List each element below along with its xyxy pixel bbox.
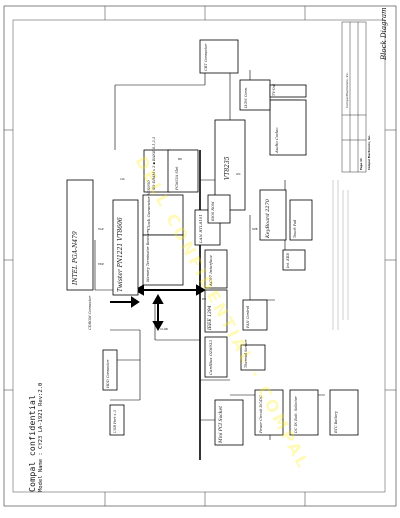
sheet-inner-frame [12,19,386,493]
clock-box [142,194,184,236]
title-block [341,21,367,173]
model-line: Model Name : CY23 LA-1921 Rev:2.0 [38,382,44,492]
svg-text:CLK: CLK [120,177,125,181]
ac97-label: AC97 Interface [208,255,213,286]
rtc-box [329,389,359,436]
memory-label: Memory Terminator Resistors [146,228,150,282]
svg-text:LPC: LPC [236,172,241,176]
sodimm-box [143,149,171,193]
bios-label: BIOS ROM [211,201,215,221]
notes-block [332,180,349,330]
southbridge-label: VT8235 [224,156,231,180]
ieee-box [204,289,228,333]
touchpad-box [289,199,313,241]
svg-text:MD: MD [178,157,182,161]
usb-box [109,404,125,436]
pcmcia-label: PCMCIA Slot [175,166,179,190]
thermal-label: Thermal Sensor [244,339,248,368]
dcin-box [289,389,319,436]
border-ticks [4,6,396,506]
legend-title: Compal Electronics, Inc. [368,134,371,170]
svg-text:V-LINK: V-LINK [160,327,168,331]
memory-box [142,234,184,286]
crt-label: CRT Connector [204,43,208,71]
cpu-label: INTEL PGA-N479 [72,231,79,285]
power-label: Power Circuit DC/DC [259,395,263,433]
cardbus-label: CardBus OZ6933 [208,340,213,375]
thermal-box [240,344,266,371]
touchpad-label: Touch Pad [293,219,297,238]
cardbus-box [204,336,228,378]
intkbd-box [282,249,306,271]
clock-label: Clock Generator ICS950 [146,180,151,230]
minipci-label: Mini PCI Socket [219,405,224,443]
ac97-box [204,249,228,289]
ieee-label: IEEE 1394 [208,305,213,330]
crt-box [199,39,239,74]
crtport-label: HDD Connector [106,359,110,388]
svg-text:HD#: HD# [98,262,104,266]
sodimm-label: SO-DIMM x 2 ▪ BANK 0,1,2,3 [152,136,156,190]
audio-box [269,99,307,156]
svg-text:HA#: HA# [98,227,104,231]
intkbd-label: Int. KBD [286,252,290,268]
audio-label: Audio Codec [274,127,279,153]
lvds-box [239,79,271,111]
rtc-label: RTC Battery [334,411,338,433]
lan-label: LAN RTL8101 [198,214,203,243]
tv-box [269,84,307,98]
confidential-title: Compal confidential [28,394,37,492]
northbridge-label: Twister PN1221 VT8606 [117,217,124,292]
thick-arrows [110,284,207,332]
minipci-box [214,399,244,446]
cdrom-label: CDROM Connector [88,295,92,330]
usb-label: USB Port x 3 [113,410,117,433]
diagram-title: Block Diagram [380,7,388,60]
page-label: Page 14 [360,158,363,170]
lvds-label: LVDS Conn. [244,86,248,108]
northbridge-box [112,199,139,296]
component-boxes [66,39,359,446]
pin-labels: HA# HD# CLK MD PCI LPC SMB V-LINK [98,157,258,331]
power-box [254,389,284,436]
svg-text:PCI: PCI [202,297,206,301]
tvout-label: TV-Out [272,83,276,96]
fan-box [242,299,268,331]
kbc-label: KeyBoard 2270 [265,199,271,238]
kbc-box [259,189,287,241]
sodimm-2-box [167,149,199,193]
svg-text:SMB: SMB [252,227,258,231]
fan-label: FAN Control [246,305,250,328]
crt-port-box [102,349,118,391]
dcin-label: DC IN Batt. Selector [294,396,298,433]
company-name: Compal Electronics, Inc. [345,71,349,108]
cpu-box [66,179,94,291]
bios-box [207,194,231,224]
sheet-frame [3,5,397,507]
